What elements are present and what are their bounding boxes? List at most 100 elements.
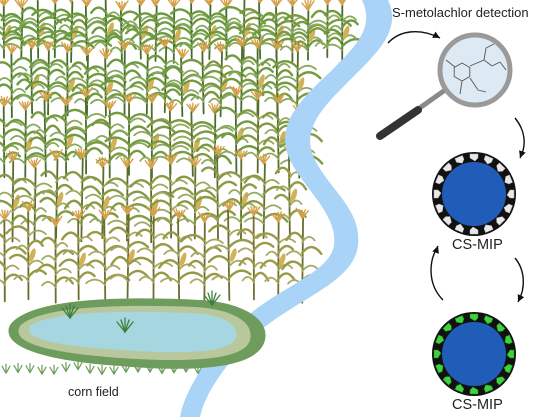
binding-site (483, 224, 494, 233)
corn-plant (240, 153, 289, 240)
sprout (181, 362, 191, 373)
binding-site (442, 216, 452, 226)
sprout (85, 363, 95, 374)
corn-plant (39, 148, 75, 239)
corn-plant (236, 205, 275, 301)
sprout (169, 363, 179, 374)
binding-site (469, 313, 479, 322)
binding-site (496, 216, 506, 226)
sprout (61, 361, 71, 373)
corn-field-illustration (0, 0, 367, 304)
binding-site (469, 153, 479, 162)
sprout (145, 362, 155, 373)
reed (69, 305, 75, 319)
binding-site (469, 386, 479, 395)
corn-plant (216, 149, 263, 240)
reed (203, 294, 213, 306)
sprout (133, 362, 143, 373)
binding-site (503, 363, 513, 374)
binding-site (483, 315, 494, 325)
corn-plant (5, 200, 48, 301)
sprout (97, 364, 107, 376)
binding-site (469, 226, 479, 235)
pond (8, 298, 266, 369)
label-cs-mip-top: CS-MIP (452, 237, 503, 253)
corn-plant (204, 0, 245, 61)
binding-site (433, 189, 442, 199)
cs-mip-filled (432, 312, 516, 396)
sprout (121, 362, 131, 373)
binding-site (433, 349, 442, 359)
cs-mip-empty (432, 152, 516, 236)
corn-plant (0, 209, 27, 303)
corn-plant (194, 143, 238, 240)
arrowhead (519, 150, 526, 158)
sprout (109, 364, 119, 375)
reed (211, 292, 217, 306)
binding-site (435, 203, 444, 214)
arrow-to-magnifier (387, 31, 441, 44)
binding-site (442, 376, 452, 386)
sprout (1, 363, 11, 374)
corn-plant (123, 43, 172, 115)
binding-site (442, 322, 452, 332)
binding-site (442, 162, 452, 172)
reed (116, 321, 126, 333)
binding-site (435, 174, 445, 185)
corn-plant (108, 204, 150, 299)
binding-site (504, 174, 513, 185)
corn-plant (238, 37, 278, 116)
corn-plant (191, 102, 240, 179)
reed (61, 307, 71, 319)
corn-plant (49, 0, 95, 64)
reed (207, 292, 213, 306)
reed (124, 321, 134, 333)
binding-site (454, 383, 465, 393)
binding-site (506, 349, 515, 359)
arrowhead (517, 294, 525, 302)
reed (211, 294, 221, 306)
sprout (25, 363, 35, 374)
corn-plant (207, 199, 254, 302)
corn-plant (126, 158, 175, 244)
binding-site (435, 363, 444, 374)
binding-site (503, 203, 513, 214)
binding-site (496, 322, 506, 332)
binding-site (483, 384, 494, 393)
reed (124, 319, 130, 333)
magnifier-icon (376, 32, 513, 140)
pond-reeds (61, 290, 221, 333)
sprout (49, 364, 59, 375)
corn-plant (62, 148, 102, 243)
label-cs-mip-bottom: CS-MIP (452, 397, 503, 413)
reed (120, 319, 126, 333)
molecule-icon (445, 43, 507, 95)
binding-site (435, 334, 445, 345)
sprout (37, 364, 47, 375)
binding-site (496, 376, 506, 386)
sprout (193, 364, 203, 375)
corn-plant (61, 86, 112, 175)
arrowhead (432, 31, 440, 38)
corn-plant (179, 41, 227, 115)
corn-plant (58, 210, 99, 301)
sprout (73, 360, 83, 371)
corn-plant (2, 100, 46, 178)
ground-sprouts (1, 360, 203, 376)
corn-plant (255, 211, 297, 300)
corn-plant (199, 41, 246, 118)
binding-site (504, 334, 513, 345)
binding-site (483, 155, 494, 165)
corn-plant (284, 0, 330, 61)
corn-plant (169, 0, 211, 60)
binding-site (454, 155, 465, 164)
arrowhead (432, 246, 439, 254)
binding-site (506, 189, 515, 199)
corn-plant (35, 215, 75, 304)
title-s-metolachlor-detection: S-metolachlor detection (392, 5, 529, 20)
reed (65, 305, 71, 319)
corn-plant (236, 89, 279, 174)
sprout (157, 363, 167, 375)
binding-site (454, 315, 465, 324)
